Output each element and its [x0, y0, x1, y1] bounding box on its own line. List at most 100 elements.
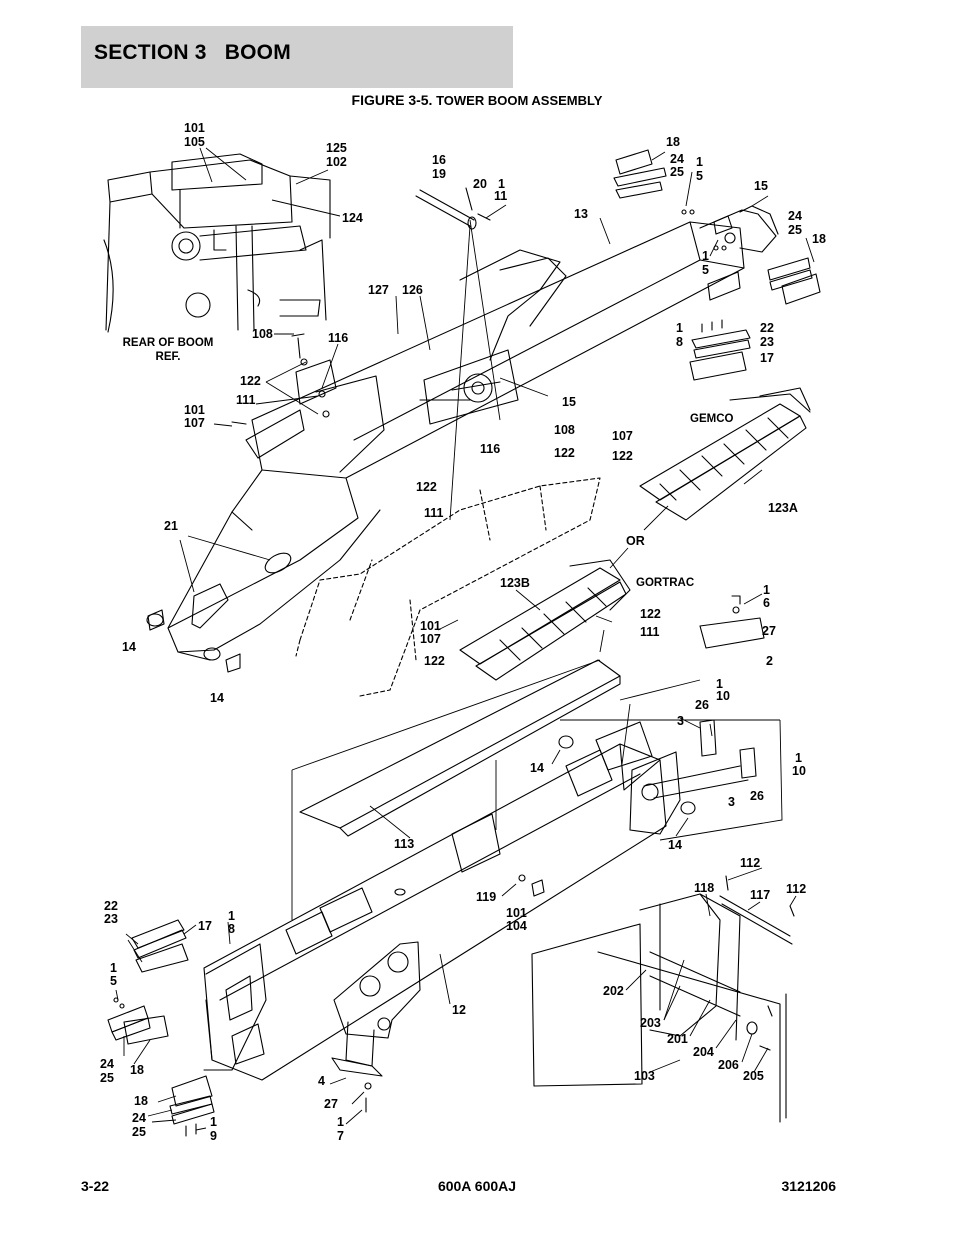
page-number: 3-22	[81, 1178, 110, 1194]
callout-1: 1	[498, 177, 505, 191]
callout-1: 1	[702, 249, 709, 263]
callout-112: 112	[740, 856, 760, 870]
callout-122: 122	[416, 480, 437, 494]
callout-24: 24	[132, 1111, 146, 1125]
callout-5: 5	[702, 263, 709, 277]
callout-14: 14	[668, 838, 682, 852]
callout-105: 105	[184, 135, 205, 149]
callout-8: 8	[676, 335, 683, 349]
callout-118: 118	[694, 881, 714, 895]
callout-18: 18	[134, 1094, 148, 1108]
callout-5: 5	[696, 169, 703, 183]
model-number: 600A 600AJ	[437, 1178, 517, 1194]
callout-10: 10	[716, 689, 730, 703]
figure-caption: TOWER BOOM ASSEMBLY	[436, 93, 603, 108]
callout-116: 116	[480, 442, 500, 456]
callout-23: 23	[104, 912, 118, 926]
reference-note-line1: REAR OF BOOM	[123, 337, 214, 349]
callout-122: 122	[640, 607, 661, 621]
callout-18: 18	[812, 232, 826, 246]
callout-1: 1	[210, 1115, 217, 1129]
callout-3: 3	[677, 714, 684, 728]
callout-124: 124	[342, 211, 363, 225]
callout-2: 2	[766, 654, 773, 668]
callout-27: 27	[324, 1097, 338, 1111]
rear-of-boom-reference	[103, 153, 331, 333]
callout-201: 201	[667, 1032, 688, 1046]
label-gortrac: GORTRAC	[636, 577, 694, 589]
callout-25: 25	[788, 223, 802, 237]
callout-26: 26	[695, 698, 709, 712]
callout-101: 101	[420, 619, 441, 633]
label-gemco: GEMCO	[690, 413, 734, 425]
callout-20: 20	[473, 177, 487, 191]
callout-122: 122	[612, 449, 633, 463]
callout-25: 25	[132, 1125, 146, 1139]
callout-1: 1	[337, 1115, 344, 1129]
callout-125: 125	[326, 141, 347, 155]
callout-119: 119	[476, 890, 496, 904]
document-number: 3121206	[781, 1178, 836, 1194]
callout-107: 107	[184, 416, 205, 430]
callout-27: 27	[762, 624, 776, 638]
label-or: OR	[626, 534, 645, 548]
callout-13: 13	[574, 207, 588, 221]
callout-10: 10	[792, 764, 806, 778]
callout-25: 25	[670, 165, 684, 179]
callout-22: 22	[760, 321, 774, 335]
callout-116: 116	[328, 331, 348, 345]
callout-8: 8	[228, 922, 235, 936]
callout-19: 19	[432, 167, 446, 181]
callout-26: 26	[750, 789, 764, 803]
callout-3: 3	[728, 795, 735, 809]
callout-102: 102	[326, 155, 347, 169]
callout-111: 111	[424, 506, 444, 520]
reference-note: REAR OF BOOM REF.	[123, 337, 214, 363]
callout-25: 25	[100, 1071, 114, 1085]
callout-113: 113	[394, 837, 414, 851]
callout-103: 103	[634, 1069, 655, 1083]
callout-17: 17	[198, 919, 212, 933]
callout-24: 24	[788, 209, 802, 223]
callout-122: 122	[554, 446, 575, 460]
callout-15: 15	[754, 179, 768, 193]
callout-101: 101	[184, 403, 205, 417]
section-title: SECTION 3 BOOM	[94, 41, 291, 64]
callout-104: 104	[506, 919, 527, 933]
callout-101: 101	[184, 121, 205, 135]
callout-108: 108	[252, 327, 273, 341]
callout-17: 17	[760, 351, 774, 365]
callout-1: 1	[795, 751, 802, 765]
pivot-subassembly	[531, 875, 795, 1123]
callout-21: 21	[164, 519, 178, 533]
callout-18: 18	[130, 1063, 144, 1077]
callout-4: 4	[318, 1074, 325, 1088]
callout-111: 111	[640, 625, 660, 639]
tower-boom-upper	[146, 149, 821, 673]
callout-labels: 101 105 125 102 124 16 19 20 1 11 13 18 …	[100, 121, 826, 1143]
callout-111: 111	[236, 393, 256, 407]
callout-122: 122	[424, 654, 445, 668]
callout-202: 202	[603, 984, 624, 998]
callout-14: 14	[210, 691, 224, 705]
boom-lower-main	[203, 595, 765, 1081]
callout-107: 107	[612, 429, 633, 443]
callout-1: 1	[716, 677, 723, 691]
callout-206: 206	[718, 1058, 739, 1072]
cable-carrier-gortrac	[459, 559, 631, 681]
callout-6: 6	[763, 596, 770, 610]
callout-16: 16	[432, 153, 446, 167]
callout-1: 1	[676, 321, 683, 335]
callout-107: 107	[420, 632, 441, 646]
figure-number: FIGURE 3-5.	[351, 92, 433, 108]
callout-15: 15	[562, 395, 576, 409]
callout-1: 1	[696, 155, 703, 169]
callout-22: 22	[104, 899, 118, 913]
reference-note-line2: REF.	[156, 351, 181, 363]
callout-9: 9	[210, 1129, 217, 1143]
callout-1: 1	[228, 909, 235, 923]
callout-204: 204	[693, 1045, 714, 1059]
section-header-band	[81, 26, 513, 88]
callout-101: 101	[506, 906, 527, 920]
